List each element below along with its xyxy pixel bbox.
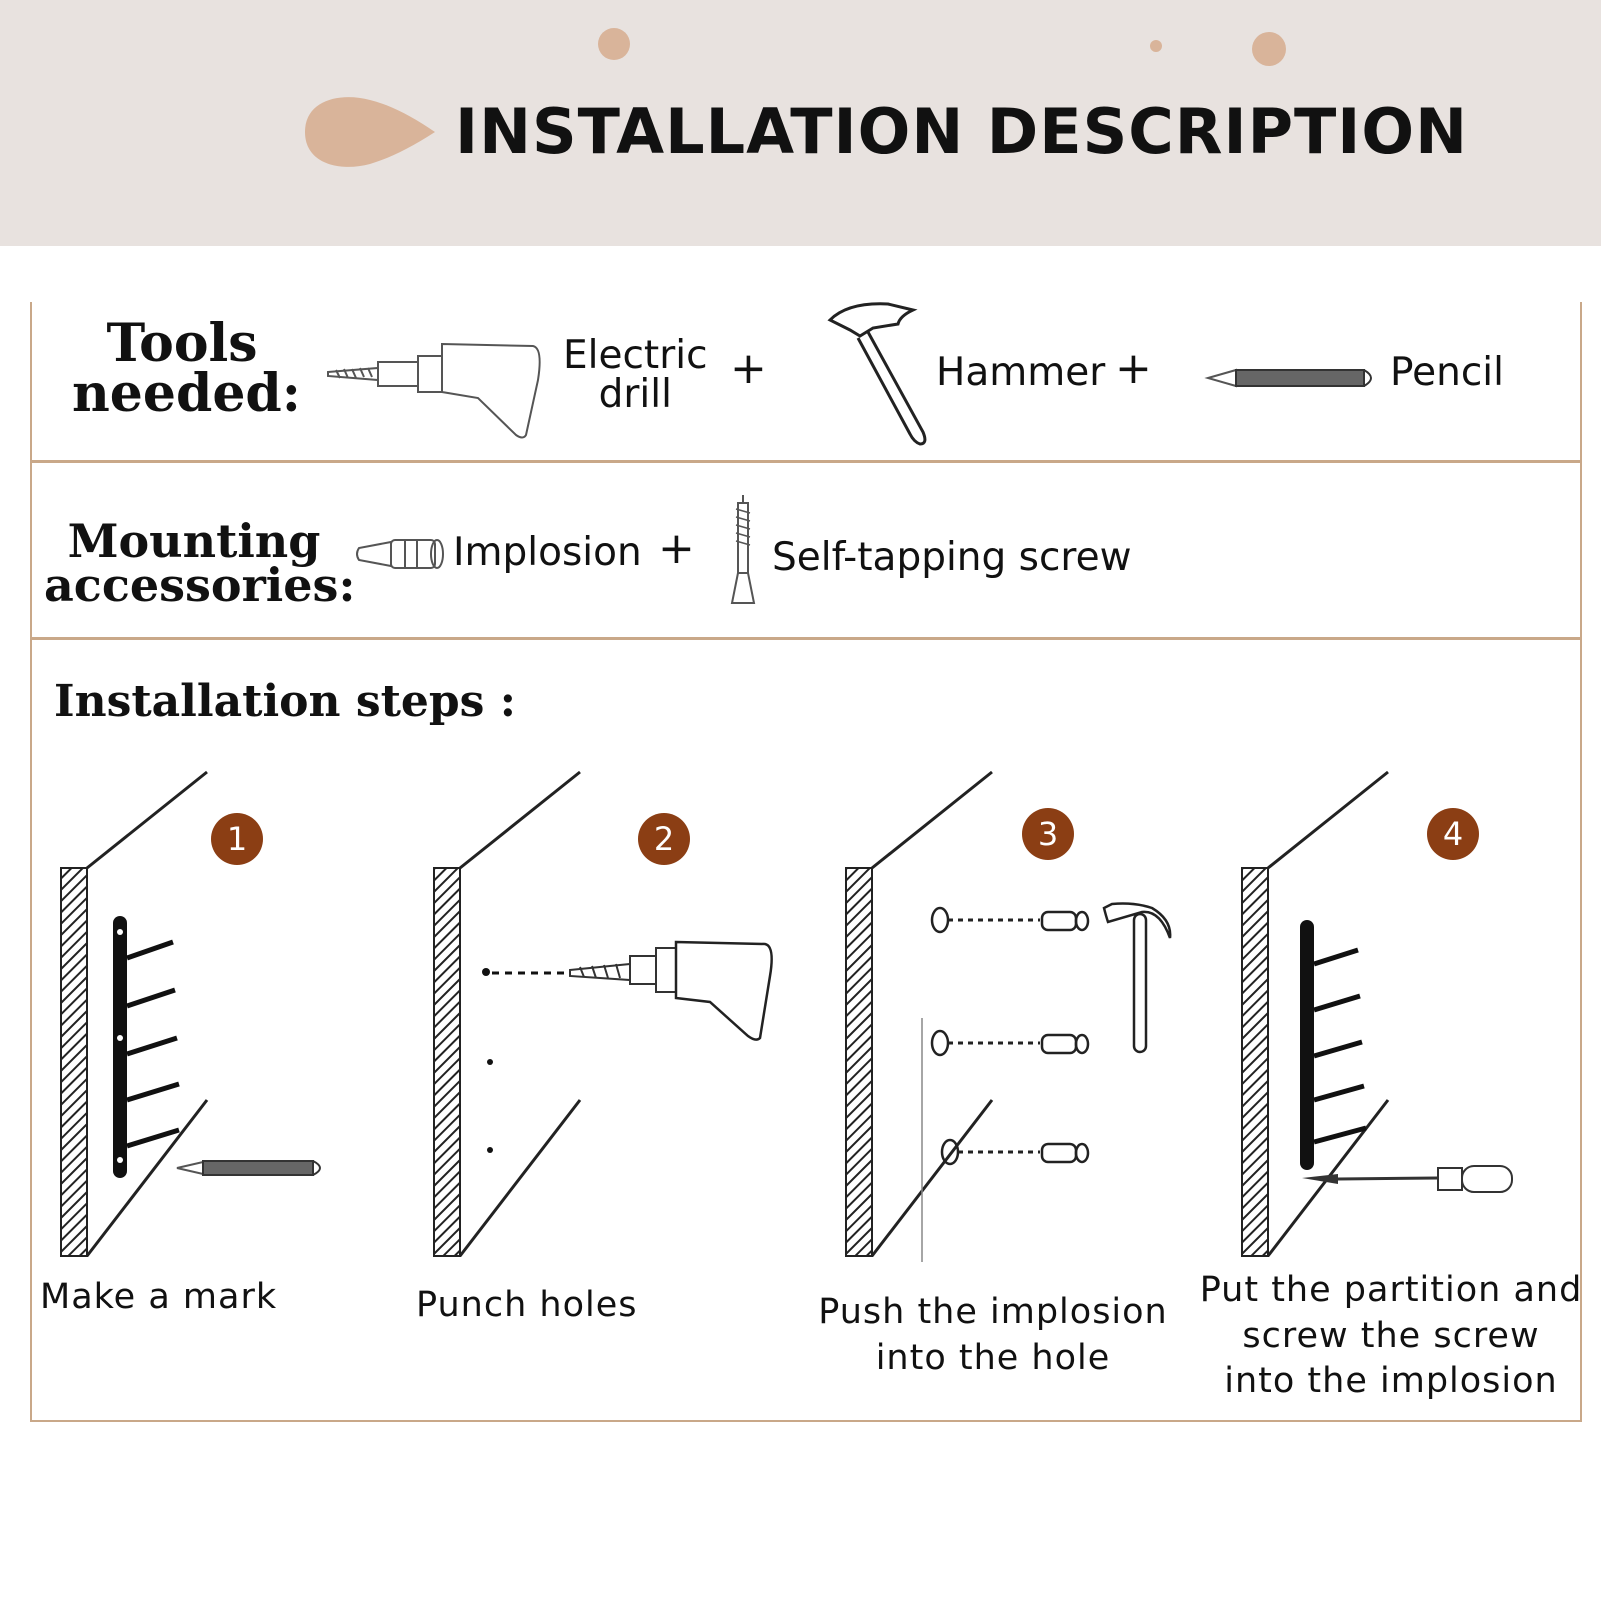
steps-heading: Installation steps : [54,676,516,727]
step-number-badge: 3 [1022,808,1074,860]
step-4-illustration [1241,770,1513,1257]
step-3-illustration [845,770,1172,1262]
step-4-caption-line1: Put the partition and [1199,1270,1583,1310]
header-banner: INSTALLATION DESCRIPTION [0,0,1601,246]
step-2-illustration [433,770,773,1257]
electric-drill-icon [327,342,541,439]
page-title: INSTALLATION DESCRIPTION [455,95,1468,168]
pencil-icon [1204,368,1372,388]
decor-dot [1252,32,1286,66]
drill-label-line2: drill [598,372,672,417]
tool-label-drill: Electric drill [563,336,708,414]
tools-heading-line1: Tools [106,313,258,374]
drill-label-line1: Electric [563,333,708,378]
step-number-badge: 2 [638,813,690,865]
step-1-caption: Make a mark [40,1275,277,1321]
step-1-illustration [60,770,321,1257]
accessories-heading: Mounting accessories: [44,514,356,612]
tools-heading-line2: needed: [72,363,301,424]
step-3-caption-line2: into the hole [875,1337,1111,1378]
accessory-label-screw: Self-tapping screw [772,535,1132,580]
step-2-caption: Punch holes [416,1283,638,1329]
step-4-caption-line3: into the implosion [1224,1361,1558,1401]
wall-anchor-icon [356,539,444,569]
divider [30,460,1582,463]
step-4-caption: Put the partition and screw the screw in… [1196,1268,1586,1405]
tool-label-hammer: Hammer [936,350,1106,395]
step-4-caption-line2: screw the screw [1242,1315,1540,1356]
hammer-icon [827,302,927,446]
step-3-caption-line1: Push the implosion [818,1292,1168,1332]
step-number-badge: 1 [211,813,263,865]
plus-sign: + [730,343,767,394]
content-frame [30,302,1582,1422]
tool-label-pencil: Pencil [1390,350,1504,395]
step-1-caption-line1: Make a mark [40,1277,278,1317]
tools-heading: Tools needed: [72,313,301,424]
divider [30,637,1582,640]
plus-sign: + [1115,343,1152,394]
accessories-heading-line2: accessories: [44,558,356,612]
step-2-caption-line1: Punch holes [416,1285,638,1325]
step-3-caption: Push the implosion into the hole [808,1290,1178,1381]
decor-dot [1150,40,1162,52]
accessories-heading-line1: Mounting [67,514,321,568]
accessory-label-implosion: Implosion [453,530,642,575]
decor-dot [598,28,630,60]
plus-sign: + [658,523,695,574]
screw-icon [730,495,756,604]
step-number-badge: 4 [1427,808,1479,860]
leaf-icon [305,97,435,167]
